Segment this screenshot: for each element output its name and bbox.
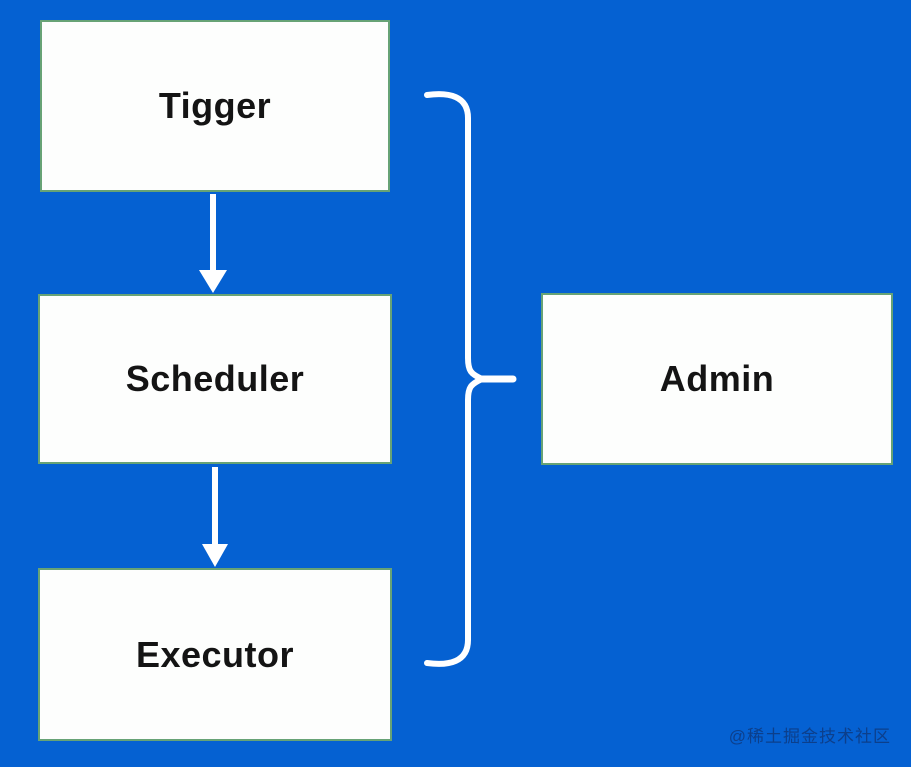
arrow-scheduler-to-executor xyxy=(202,467,228,567)
node-scheduler: Scheduler xyxy=(38,294,392,464)
node-tigger: Tigger xyxy=(40,20,390,192)
node-tigger-label: Tigger xyxy=(158,85,272,126)
watermark-text: @稀土掘金技术社区 xyxy=(728,727,891,746)
node-executor: Executor xyxy=(38,568,392,741)
node-admin-label: Admin xyxy=(659,358,775,399)
node-scheduler-label: Scheduler xyxy=(125,358,305,399)
brace-to-admin xyxy=(424,91,517,667)
node-executor-label: Executor xyxy=(135,633,295,675)
arrow-tigger-to-scheduler xyxy=(199,194,227,293)
node-admin: Admin xyxy=(541,293,893,465)
